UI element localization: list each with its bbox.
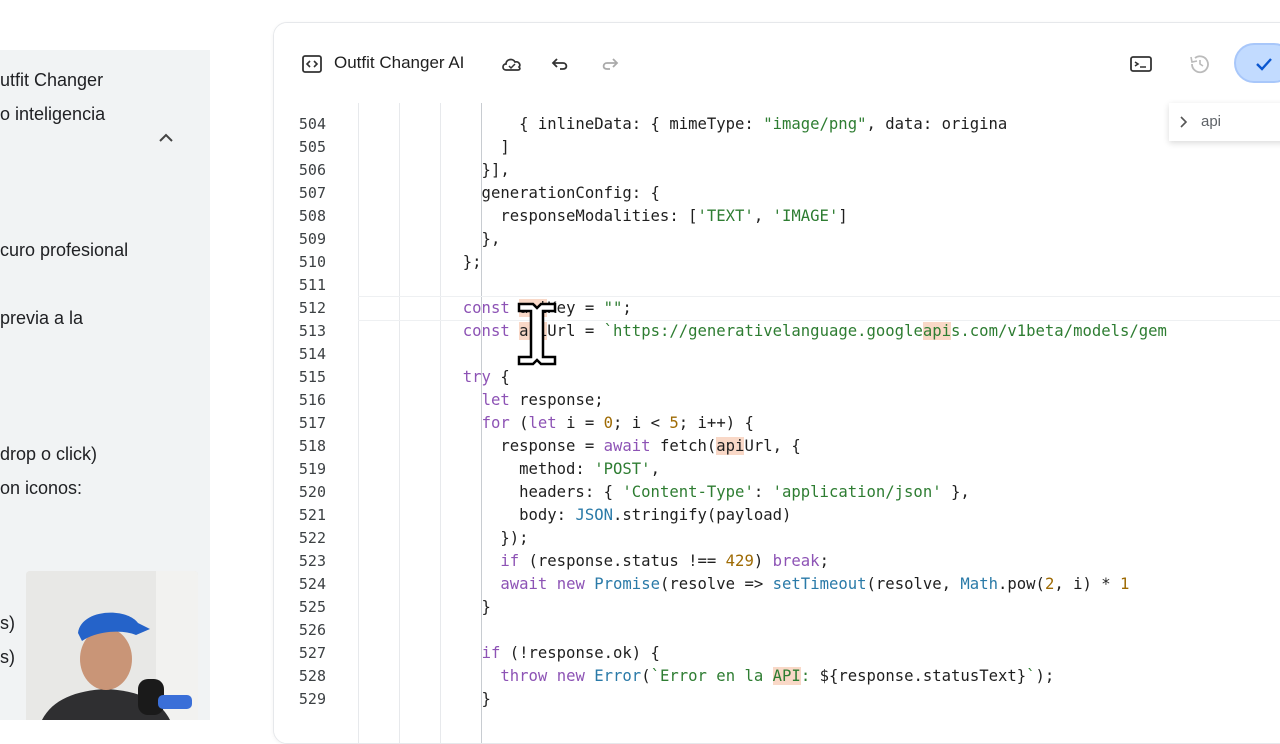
line-number: 527 — [298, 644, 326, 662]
code-line[interactable]: } — [444, 598, 491, 616]
line-number: 517 — [298, 414, 326, 432]
code-line[interactable]: }; — [444, 253, 482, 271]
line-number: 526 — [298, 621, 326, 639]
line-number: 515 — [298, 368, 326, 386]
current-line-highlight — [358, 296, 1280, 321]
line-number: 518 — [298, 437, 326, 455]
cloud-icon[interactable] — [500, 52, 524, 76]
code-editor-window: Outfit Changer AI — [273, 22, 1280, 744]
line-number: 521 — [298, 506, 326, 524]
person-webcam-image — [26, 571, 198, 720]
code-line[interactable]: method: 'POST', — [444, 460, 660, 478]
sidebar-text-line: drop o click) — [0, 444, 98, 464]
sidebar-text-line: on iconos: — [0, 478, 83, 498]
code-line[interactable]: if (response.status !== 429) break; — [500, 552, 829, 570]
webcam-overlay — [26, 571, 198, 720]
line-number: 524 — [298, 575, 326, 593]
code-line[interactable]: if (!response.ok) { — [481, 644, 660, 662]
sidebar-text-line: utfit Changer — [0, 70, 104, 90]
line-number: 508 — [298, 207, 326, 225]
line-number: 523 — [298, 552, 326, 570]
line-number: 522 — [298, 529, 326, 547]
check-icon — [1256, 58, 1272, 71]
history-icon[interactable] — [1188, 52, 1212, 76]
code-line[interactable]: body: JSON.stringify(payload) — [444, 506, 792, 524]
code-line[interactable]: try { — [462, 368, 510, 386]
line-number: 529 — [298, 690, 326, 708]
code-line[interactable]: { inlineData: { mimeType: "image/png", d… — [444, 115, 1008, 133]
indent-guide — [481, 103, 482, 743]
text-cursor-icon — [517, 302, 557, 366]
undo-icon[interactable] — [549, 52, 573, 76]
find-widget: api — [1169, 103, 1280, 141]
sidebar-text-line: o inteligencia — [0, 104, 106, 124]
line-number: 528 — [298, 667, 326, 685]
code-line[interactable]: const apiUrl = `https://generativelangua… — [462, 322, 1167, 340]
confirm-button[interactable] — [1234, 43, 1280, 83]
line-number: 516 — [298, 391, 326, 409]
line-number: 519 — [298, 460, 326, 478]
code-line[interactable]: let response; — [481, 391, 604, 409]
code-line[interactable]: }], — [444, 161, 510, 179]
line-number: 513 — [298, 322, 326, 340]
find-input[interactable]: api — [1201, 113, 1222, 130]
code-line[interactable]: ] — [444, 138, 510, 156]
code-line[interactable]: generationConfig: { — [444, 184, 660, 202]
indent-guide — [399, 103, 400, 743]
redo-icon[interactable] — [597, 52, 621, 76]
code-line[interactable]: const apiKey = ""; — [462, 299, 632, 317]
line-number: 507 — [298, 184, 326, 202]
line-number: 512 — [298, 299, 326, 317]
code-line[interactable]: }); — [444, 529, 529, 547]
code-line[interactable]: response = await fetch(apiUrl, { — [444, 437, 801, 455]
code-line[interactable]: } — [444, 690, 491, 708]
terminal-icon[interactable] — [1129, 52, 1153, 76]
code-line[interactable]: throw new Error(`Error en la API: ${resp… — [500, 667, 1055, 685]
line-number: 509 — [298, 230, 326, 248]
code-line[interactable]: headers: { 'Content-Type': 'application/… — [444, 483, 970, 501]
code-line[interactable]: }, — [444, 230, 501, 248]
sidebar-panel: utfit Changer o inteligencia curo profes… — [0, 50, 210, 720]
line-number: 510 — [298, 253, 326, 271]
document-title[interactable]: Outfit Changer AI — [334, 53, 465, 72]
code-line[interactable]: for (let i = 0; i < 5; i++) { — [481, 414, 754, 432]
sidebar-text-line: previa a la — [0, 308, 84, 328]
line-number: 506 — [298, 161, 326, 179]
code-bracket-icon — [302, 55, 322, 73]
chevron-right-icon[interactable] — [1177, 115, 1191, 129]
sidebar-text-line: s) — [0, 613, 15, 633]
code-area[interactable]: 504 505 506 507 508 509 510 511 512 513 514 515 516 5… — [274, 103, 1280, 743]
code-line[interactable]: await new Promise(resolve => setTimeout(… — [500, 575, 1130, 593]
line-number: 520 — [298, 483, 326, 501]
sidebar-text-line: curo profesional — [0, 240, 129, 260]
sidebar-text-line: s) — [0, 647, 15, 667]
line-number: 505 — [298, 138, 326, 156]
editor-toolbar: Outfit Changer AI — [274, 23, 1280, 103]
line-number: 511 — [298, 276, 326, 294]
code-line[interactable]: responseModalities: ['TEXT', 'IMAGE'] — [444, 207, 848, 225]
line-number: 504 — [298, 115, 326, 133]
chevron-up-icon[interactable] — [156, 128, 176, 148]
line-number: 525 — [298, 598, 326, 616]
line-number: 514 — [298, 345, 326, 363]
indent-guide — [358, 103, 359, 743]
indent-guide — [440, 103, 441, 743]
